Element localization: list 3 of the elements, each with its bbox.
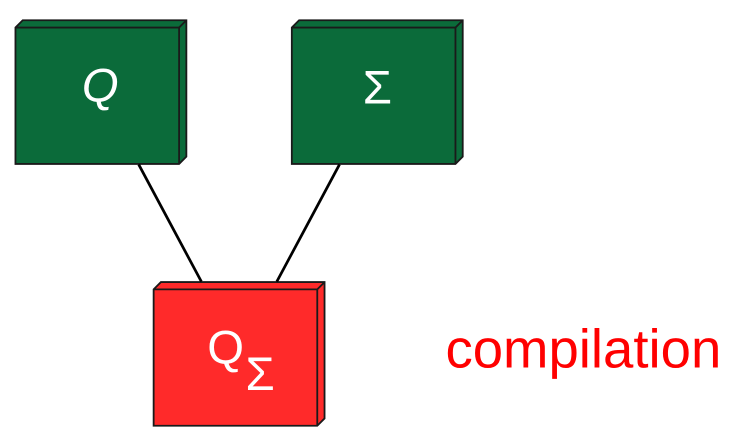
label: compilation (445, 318, 722, 380)
connector (137, 164, 203, 282)
connector (276, 164, 341, 282)
